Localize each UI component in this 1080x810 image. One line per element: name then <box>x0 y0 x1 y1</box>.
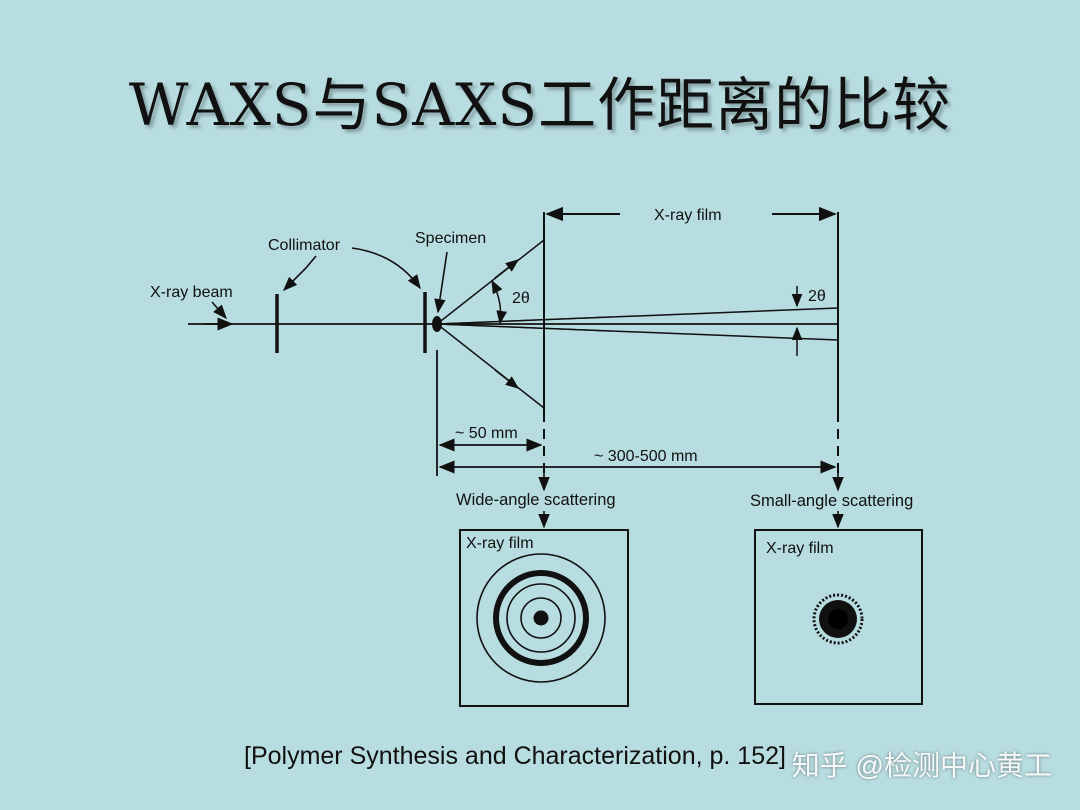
wide-ray-up-arrow <box>494 259 520 279</box>
saxs-film-box <box>754 529 923 705</box>
saxs-diffuse-halo <box>812 593 864 645</box>
xray-film-top-label: X-ray film <box>654 207 722 224</box>
citation: [Polymer Synthesis and Characterization,… <box>244 742 786 770</box>
wide-angle-label: Wide-angle scattering <box>456 491 616 509</box>
small-ray-down-inner <box>436 323 611 332</box>
wide-ray-down-arrow <box>494 369 520 389</box>
wide-angle-arc <box>491 279 508 325</box>
waxs-ring-thick <box>493 570 589 666</box>
angle-label-right: 2θ <box>808 288 826 305</box>
dim-300-label: ~ 300-500 mm <box>594 448 698 465</box>
dim-50-label: ~ 50 mm <box>455 425 518 442</box>
small-angle-label: Small-angle scattering <box>750 492 913 510</box>
waxs-center-spot <box>533 610 549 626</box>
small-ray-up-inner <box>436 316 611 325</box>
slide-title: WAXS与SAXS工作距离的比较 <box>128 71 952 139</box>
xray-beam-label: X-ray beam <box>150 284 233 301</box>
xray-beam-pointer <box>211 301 227 320</box>
wide-ray-down <box>436 323 545 409</box>
wide-ray-up <box>436 239 545 325</box>
collimator-pointer-1 <box>282 255 317 292</box>
specimen-pointer <box>434 251 448 314</box>
collimator-pointer-2 <box>351 247 421 290</box>
waxs-film-label: X-ray film <box>466 535 534 552</box>
angle-label-left: 2θ <box>512 290 530 307</box>
saxs-center-spot <box>828 609 848 629</box>
collimator-label: Collimator <box>268 237 341 254</box>
specimen-label: Specimen <box>415 230 486 247</box>
waxs-ring-inner <box>520 597 562 639</box>
watermark: 知乎 @检测中心黄工 <box>791 750 1052 781</box>
saxs-film-label: X-ray film <box>766 540 834 557</box>
waxs-film-box <box>459 529 629 707</box>
waxs-ring-outer <box>476 553 606 683</box>
waxs-ring-middle <box>506 583 576 653</box>
